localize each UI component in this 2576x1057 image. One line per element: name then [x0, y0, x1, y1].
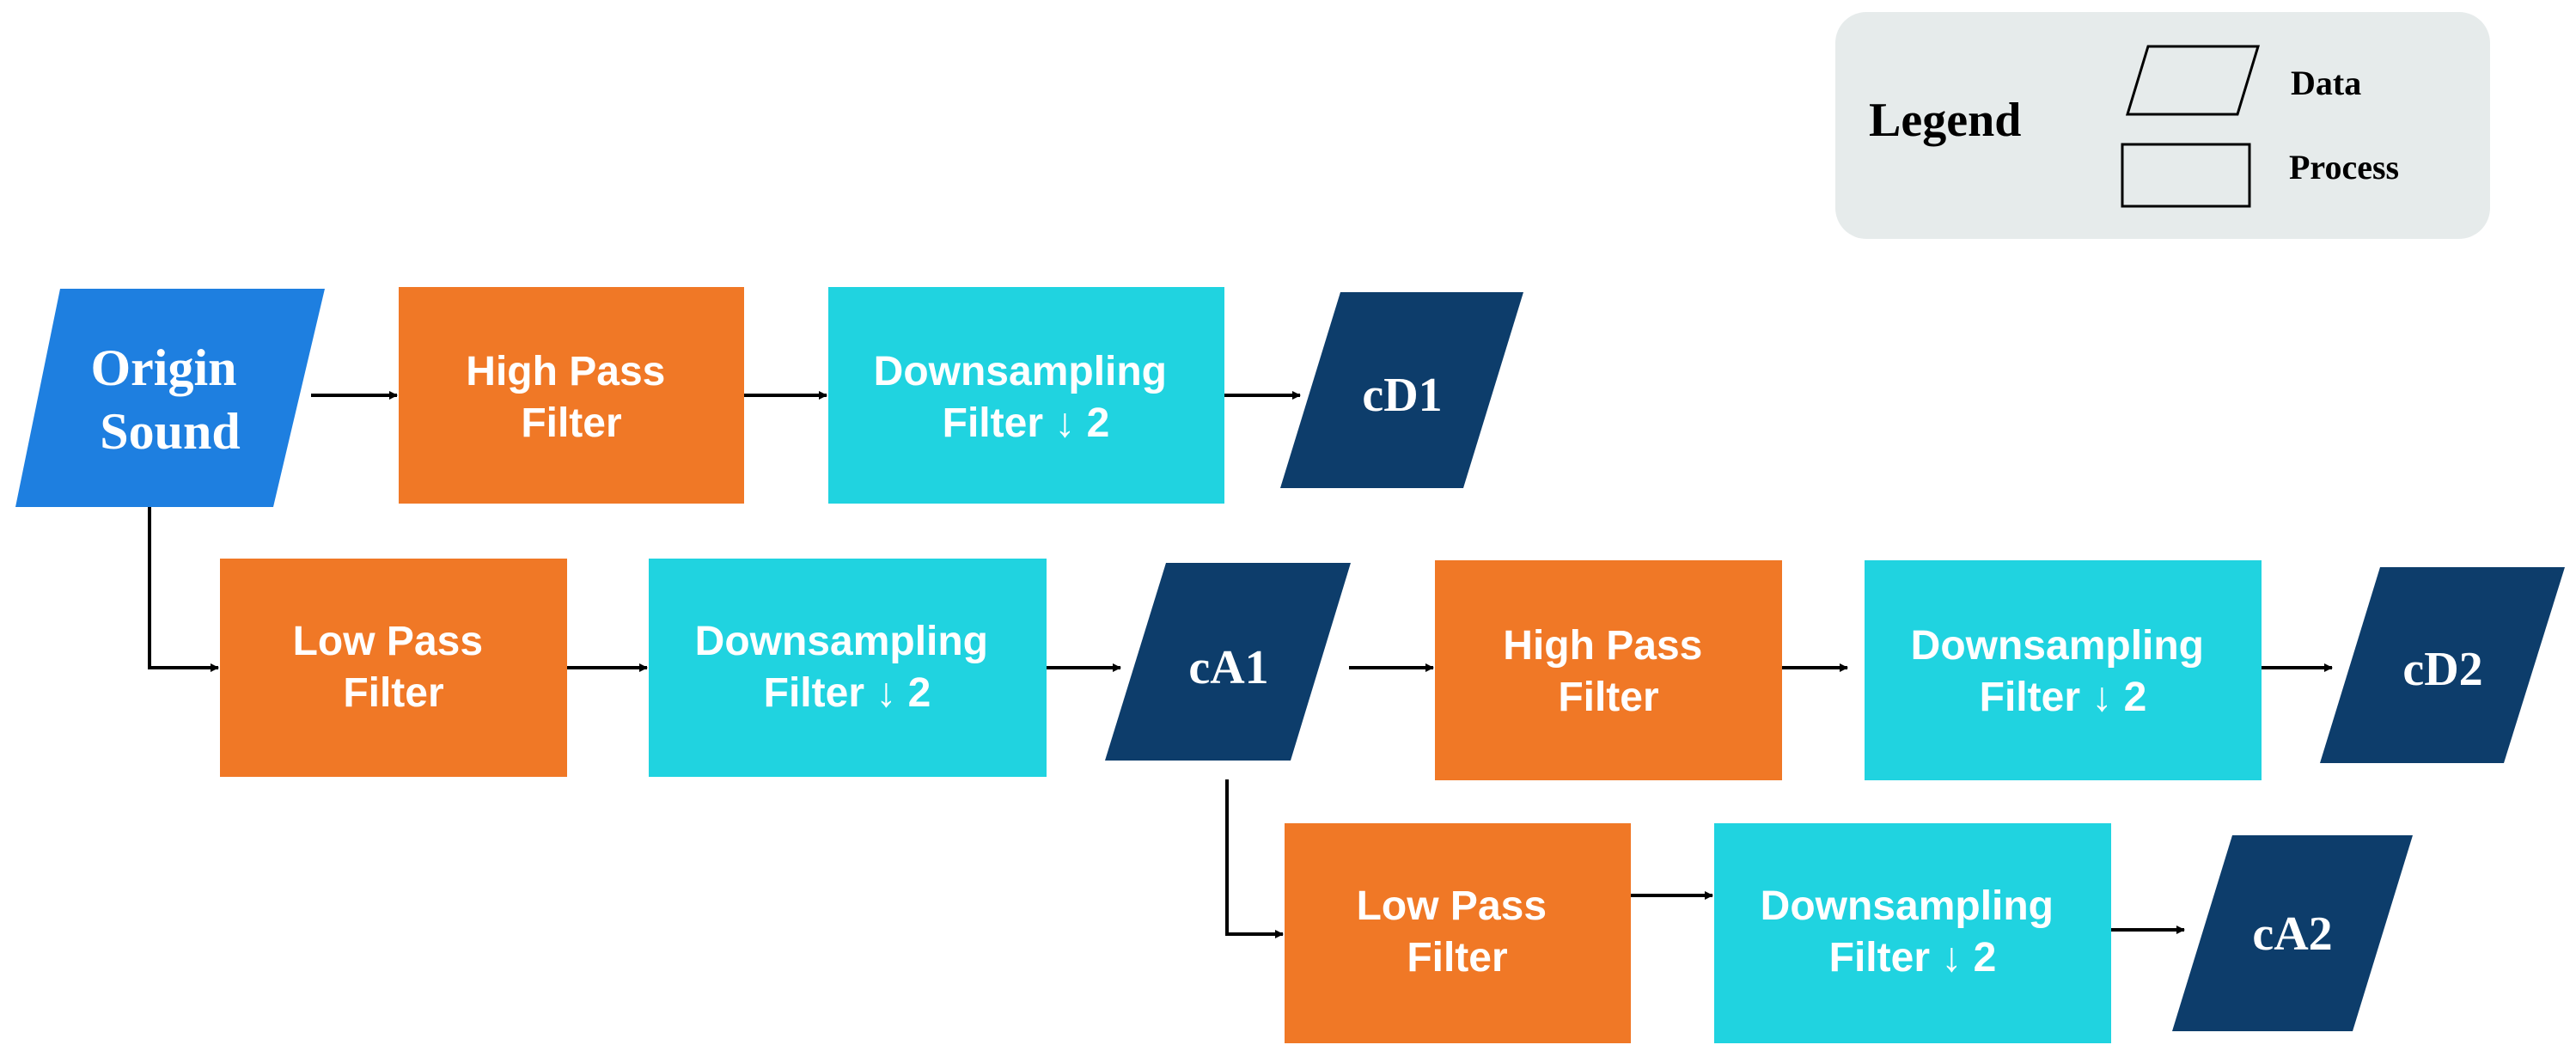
arrow-ca1-to-low-pass-2	[1225, 779, 1284, 938]
legend: Legend Data Process	[1835, 12, 2490, 239]
ca1-node: cA1	[1105, 563, 1351, 761]
legend-title: Legend	[1869, 94, 2021, 147]
low-pass-filter-2-label: Low Pass Filter	[1357, 883, 1559, 981]
cd2-label: cD2	[2402, 643, 2482, 696]
connectors	[148, 391, 2333, 938]
downsampling-filter-1-label: Downsampling Filter ↓ 2	[874, 349, 1179, 446]
low-pass-filter-1-label: Low Pass Filter	[293, 619, 495, 716]
downsampling-filter-2-label: Downsampling Filter ↓ 2	[695, 619, 1000, 716]
cd1-node: cD1	[1280, 292, 1523, 488]
downsampling-filter-1: Downsampling Filter ↓ 2	[828, 287, 1224, 504]
downsampling-filter-4: Downsampling Filter ↓ 2	[1714, 823, 2111, 1043]
arrow-origin-to-low-pass-1	[148, 507, 219, 672]
downsampling-filter-4-label: Downsampling Filter ↓ 2	[1761, 883, 2066, 981]
cd1-label: cD1	[1362, 369, 1442, 422]
legend-data-label: Data	[2291, 64, 2361, 102]
downsampling-filter-2: Downsampling Filter ↓ 2	[649, 559, 1047, 777]
high-pass-filter-2-label: High Pass Filter	[1503, 623, 1713, 720]
downsampling-filter-3-label: Downsampling Filter ↓ 2	[1911, 623, 2216, 720]
high-pass-filter-2: High Pass Filter	[1435, 560, 1782, 780]
ca1-label: cA1	[1188, 641, 1268, 694]
legend-data-shape	[2125, 45, 2261, 116]
origin-sound-label: Origin Sound	[90, 339, 249, 460]
high-pass-filter-1-label: High Pass Filter	[466, 349, 676, 446]
low-pass-filter-2: Low Pass Filter	[1285, 823, 1631, 1043]
high-pass-filter-1: High Pass Filter	[399, 287, 744, 504]
low-pass-filter-1: Low Pass Filter	[220, 559, 567, 777]
origin-sound-node: Origin Sound	[15, 289, 325, 507]
cd2-node: cD2	[2320, 567, 2565, 763]
downsampling-filter-3: Downsampling Filter ↓ 2	[1865, 560, 2262, 780]
ca2-node: cA2	[2172, 835, 2413, 1031]
legend-process-shape	[2121, 143, 2251, 208]
legend-process-label: Process	[2289, 148, 2399, 186]
ca2-label: cA2	[2252, 907, 2332, 961]
legend-background	[1835, 12, 2490, 239]
